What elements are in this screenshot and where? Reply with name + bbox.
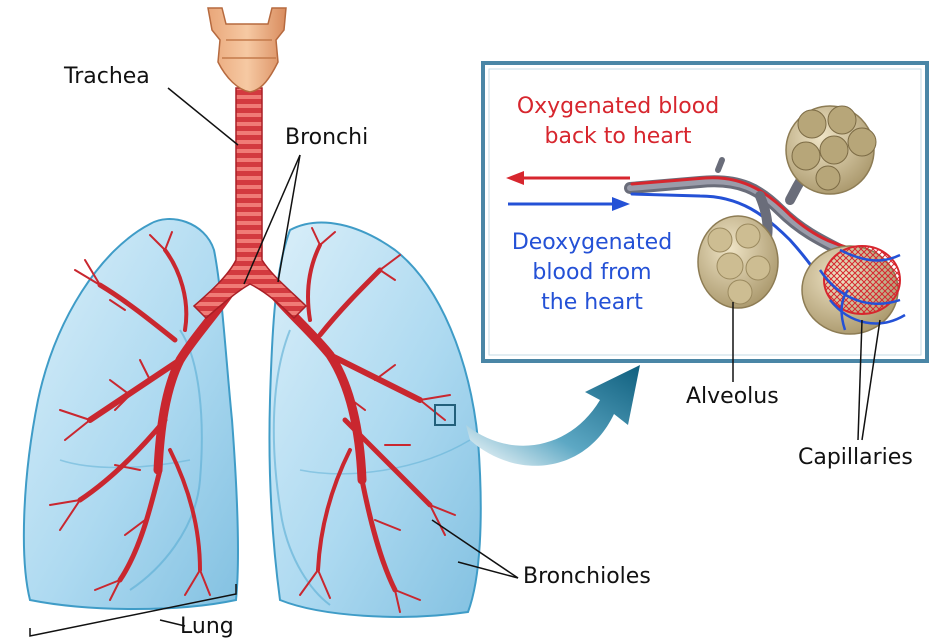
left-lung [24,219,238,609]
label-trachea: Trachea [64,66,150,88]
deoxygenated-line-2: blood from [492,258,692,288]
label-bronchi: Bronchi [285,127,368,149]
label-bronchioles: Bronchioles [523,566,651,588]
deoxygenated-line-3: the heart [492,288,692,318]
alveolus-cluster-left [698,216,778,308]
oxygenated-line-2: back to heart [498,122,738,152]
label-oxygenated-blood: Oxygenated blood back to heart [498,92,738,152]
label-capillaries: Capillaries [798,447,913,469]
label-lung: Lung [180,616,234,638]
right-lung [269,223,480,617]
zoom-arrow [466,365,640,466]
alveolus-cluster-right [802,246,905,334]
label-alveolus: Alveolus [686,386,779,408]
oxygenated-line-1: Oxygenated blood [498,92,738,122]
label-deoxygenated-blood: Deoxygenated blood from the heart [492,228,692,318]
deoxygenated-line-1: Deoxygenated [492,228,692,258]
larynx [208,8,286,92]
